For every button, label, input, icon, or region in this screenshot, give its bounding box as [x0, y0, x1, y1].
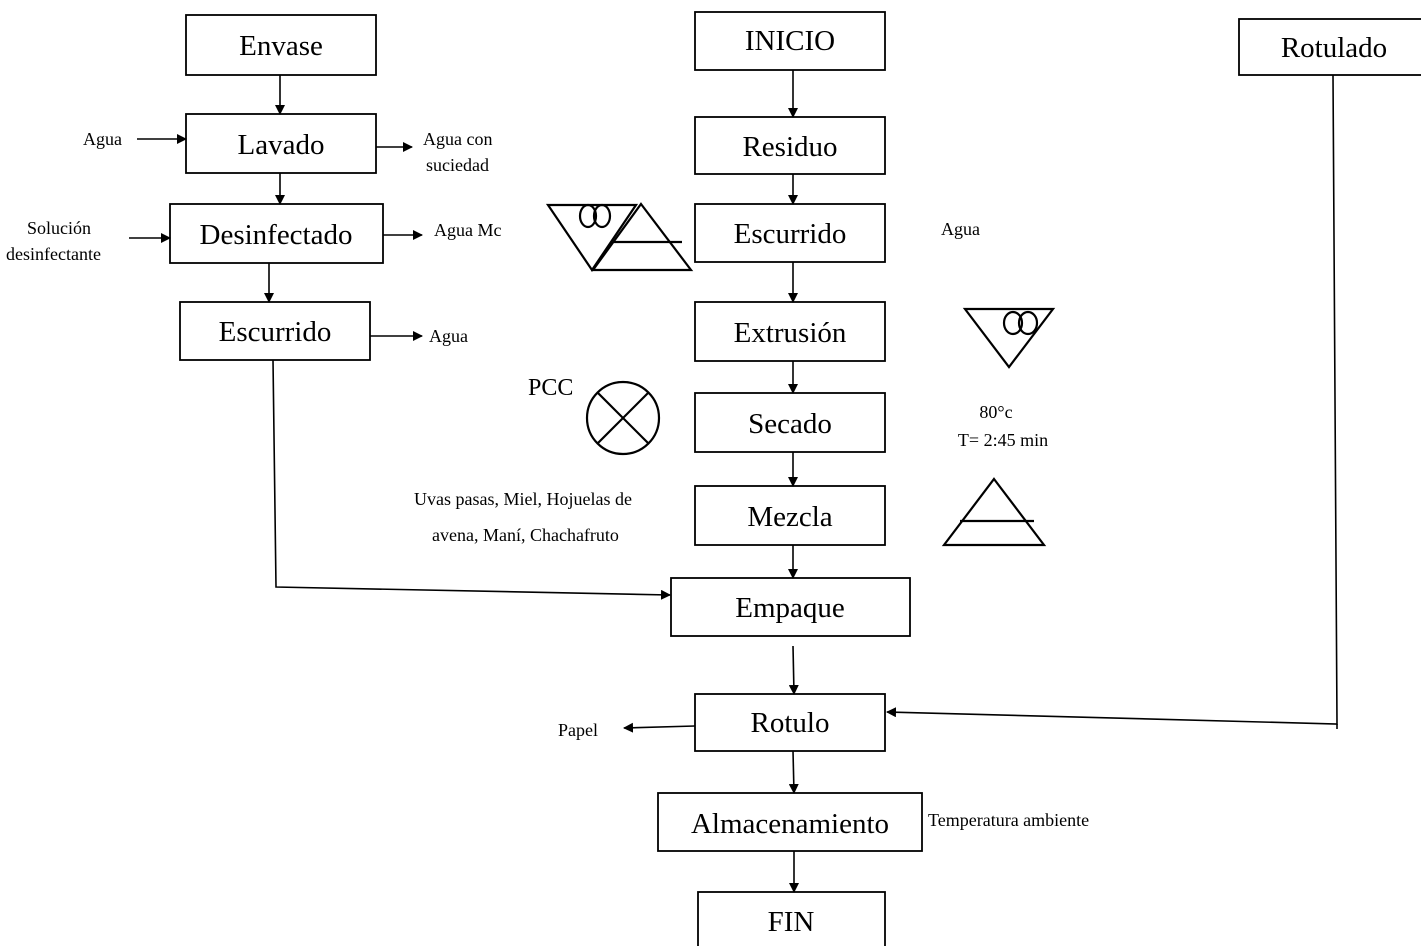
storage-symbol-icon	[941, 477, 1047, 547]
svg-text:Desinfectado: Desinfectado	[200, 219, 353, 251]
label-agua-escurrido-center: Agua	[941, 219, 980, 239]
box-rotulado: Rotulado	[1238, 18, 1421, 76]
label-ingredientes-2: avena, Maní, Chachafruto	[432, 525, 619, 545]
label-pcc: PCC	[528, 375, 573, 401]
label-temp-80: 80°c	[979, 402, 1012, 422]
svg-text:Rotulado: Rotulado	[1281, 32, 1387, 64]
box-residuo: Residuo	[694, 116, 886, 175]
svg-text:Rotulo: Rotulo	[751, 707, 830, 739]
label-ingredientes-1: Uvas pasas, Miel, Hojuelas de	[414, 489, 632, 509]
box-fin: FIN	[697, 891, 886, 946]
box-empaque: Empaque	[670, 577, 911, 637]
label-suciedad: suciedad	[426, 155, 489, 175]
arrow-empaque-rotulo	[788, 645, 799, 695]
box-desinfectado: Desinfectado	[169, 203, 384, 264]
arrow-rotulo-papel	[623, 722, 696, 733]
label-agua-mc: Agua Mc	[434, 220, 501, 240]
box-rotulo: Rotulo	[694, 693, 886, 752]
arrow-rotulado-rotulo	[886, 74, 1338, 725]
box-escurrido-center: Escurrido	[694, 203, 886, 263]
box-lavado: Lavado	[185, 113, 377, 174]
pcc-critical-point-icon	[585, 380, 661, 456]
inspection-symbol-icon	[962, 307, 1056, 369]
label-agua-in: Agua	[83, 129, 122, 149]
label-papel: Papel	[558, 720, 598, 740]
svg-text:Empaque: Empaque	[735, 592, 845, 624]
svg-text:Residuo: Residuo	[742, 131, 837, 163]
svg-text:INICIO: INICIO	[745, 25, 835, 57]
box-almacenamiento: Almacenamiento	[657, 792, 923, 852]
box-extrusion: Extrusión	[694, 301, 886, 362]
label-temp-time: T= 2:45 min	[958, 430, 1048, 450]
label-temperatura-ambiente: Temperatura ambiente	[928, 810, 1089, 830]
svg-text:Lavado: Lavado	[238, 129, 325, 161]
svg-text:Mezcla: Mezcla	[747, 501, 832, 533]
box-mezcla: Mezcla	[694, 485, 886, 546]
label-desinfectante: desinfectante	[6, 244, 101, 264]
box-escurrido-left: Escurrido	[179, 301, 371, 361]
svg-text:Envase: Envase	[239, 30, 323, 62]
arrow-rotulo-almacenamiento	[788, 750, 799, 794]
label-solucion: Solución	[27, 218, 91, 238]
inspection-storage-symbols-icon	[545, 202, 694, 272]
box-secado: Secado	[694, 392, 886, 453]
svg-text:Extrusión: Extrusión	[734, 317, 847, 349]
box-inicio: INICIO	[694, 11, 886, 71]
svg-text:Almacenamiento: Almacenamiento	[691, 808, 889, 840]
label-agua-con: Agua con	[423, 129, 492, 149]
svg-text:Secado: Secado	[748, 408, 832, 440]
label-agua-escurrido-left: Agua	[429, 326, 468, 346]
svg-text:FIN: FIN	[768, 906, 815, 938]
svg-text:Escurrido: Escurrido	[734, 218, 847, 250]
svg-text:Escurrido: Escurrido	[219, 316, 332, 348]
arrow-escurrido-empaque	[272, 359, 671, 600]
box-envase: Envase	[185, 14, 377, 76]
